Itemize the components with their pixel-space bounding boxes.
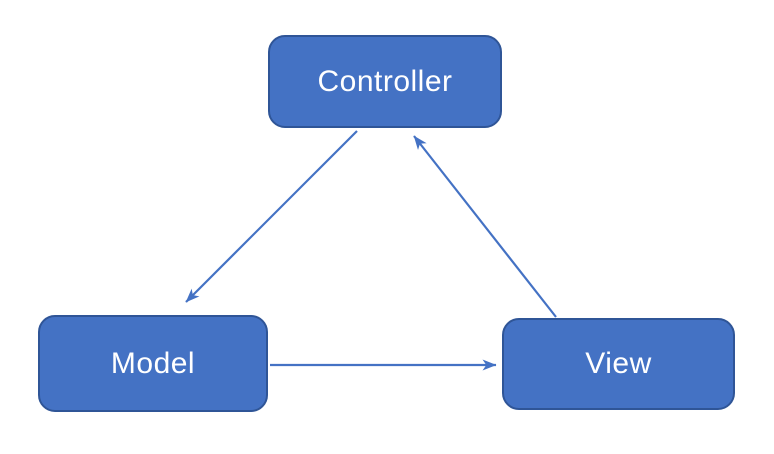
node-view: View — [502, 318, 735, 410]
node-controller-label: Controller — [317, 64, 453, 98]
node-model: Model — [38, 315, 268, 412]
node-view-label: View — [585, 347, 652, 380]
arrow-view-to-controller — [413, 135, 557, 318]
node-model-label: Model — [110, 346, 196, 380]
arrow-controller-to-model — [185, 130, 358, 303]
node-controller: Controller — [268, 35, 502, 128]
